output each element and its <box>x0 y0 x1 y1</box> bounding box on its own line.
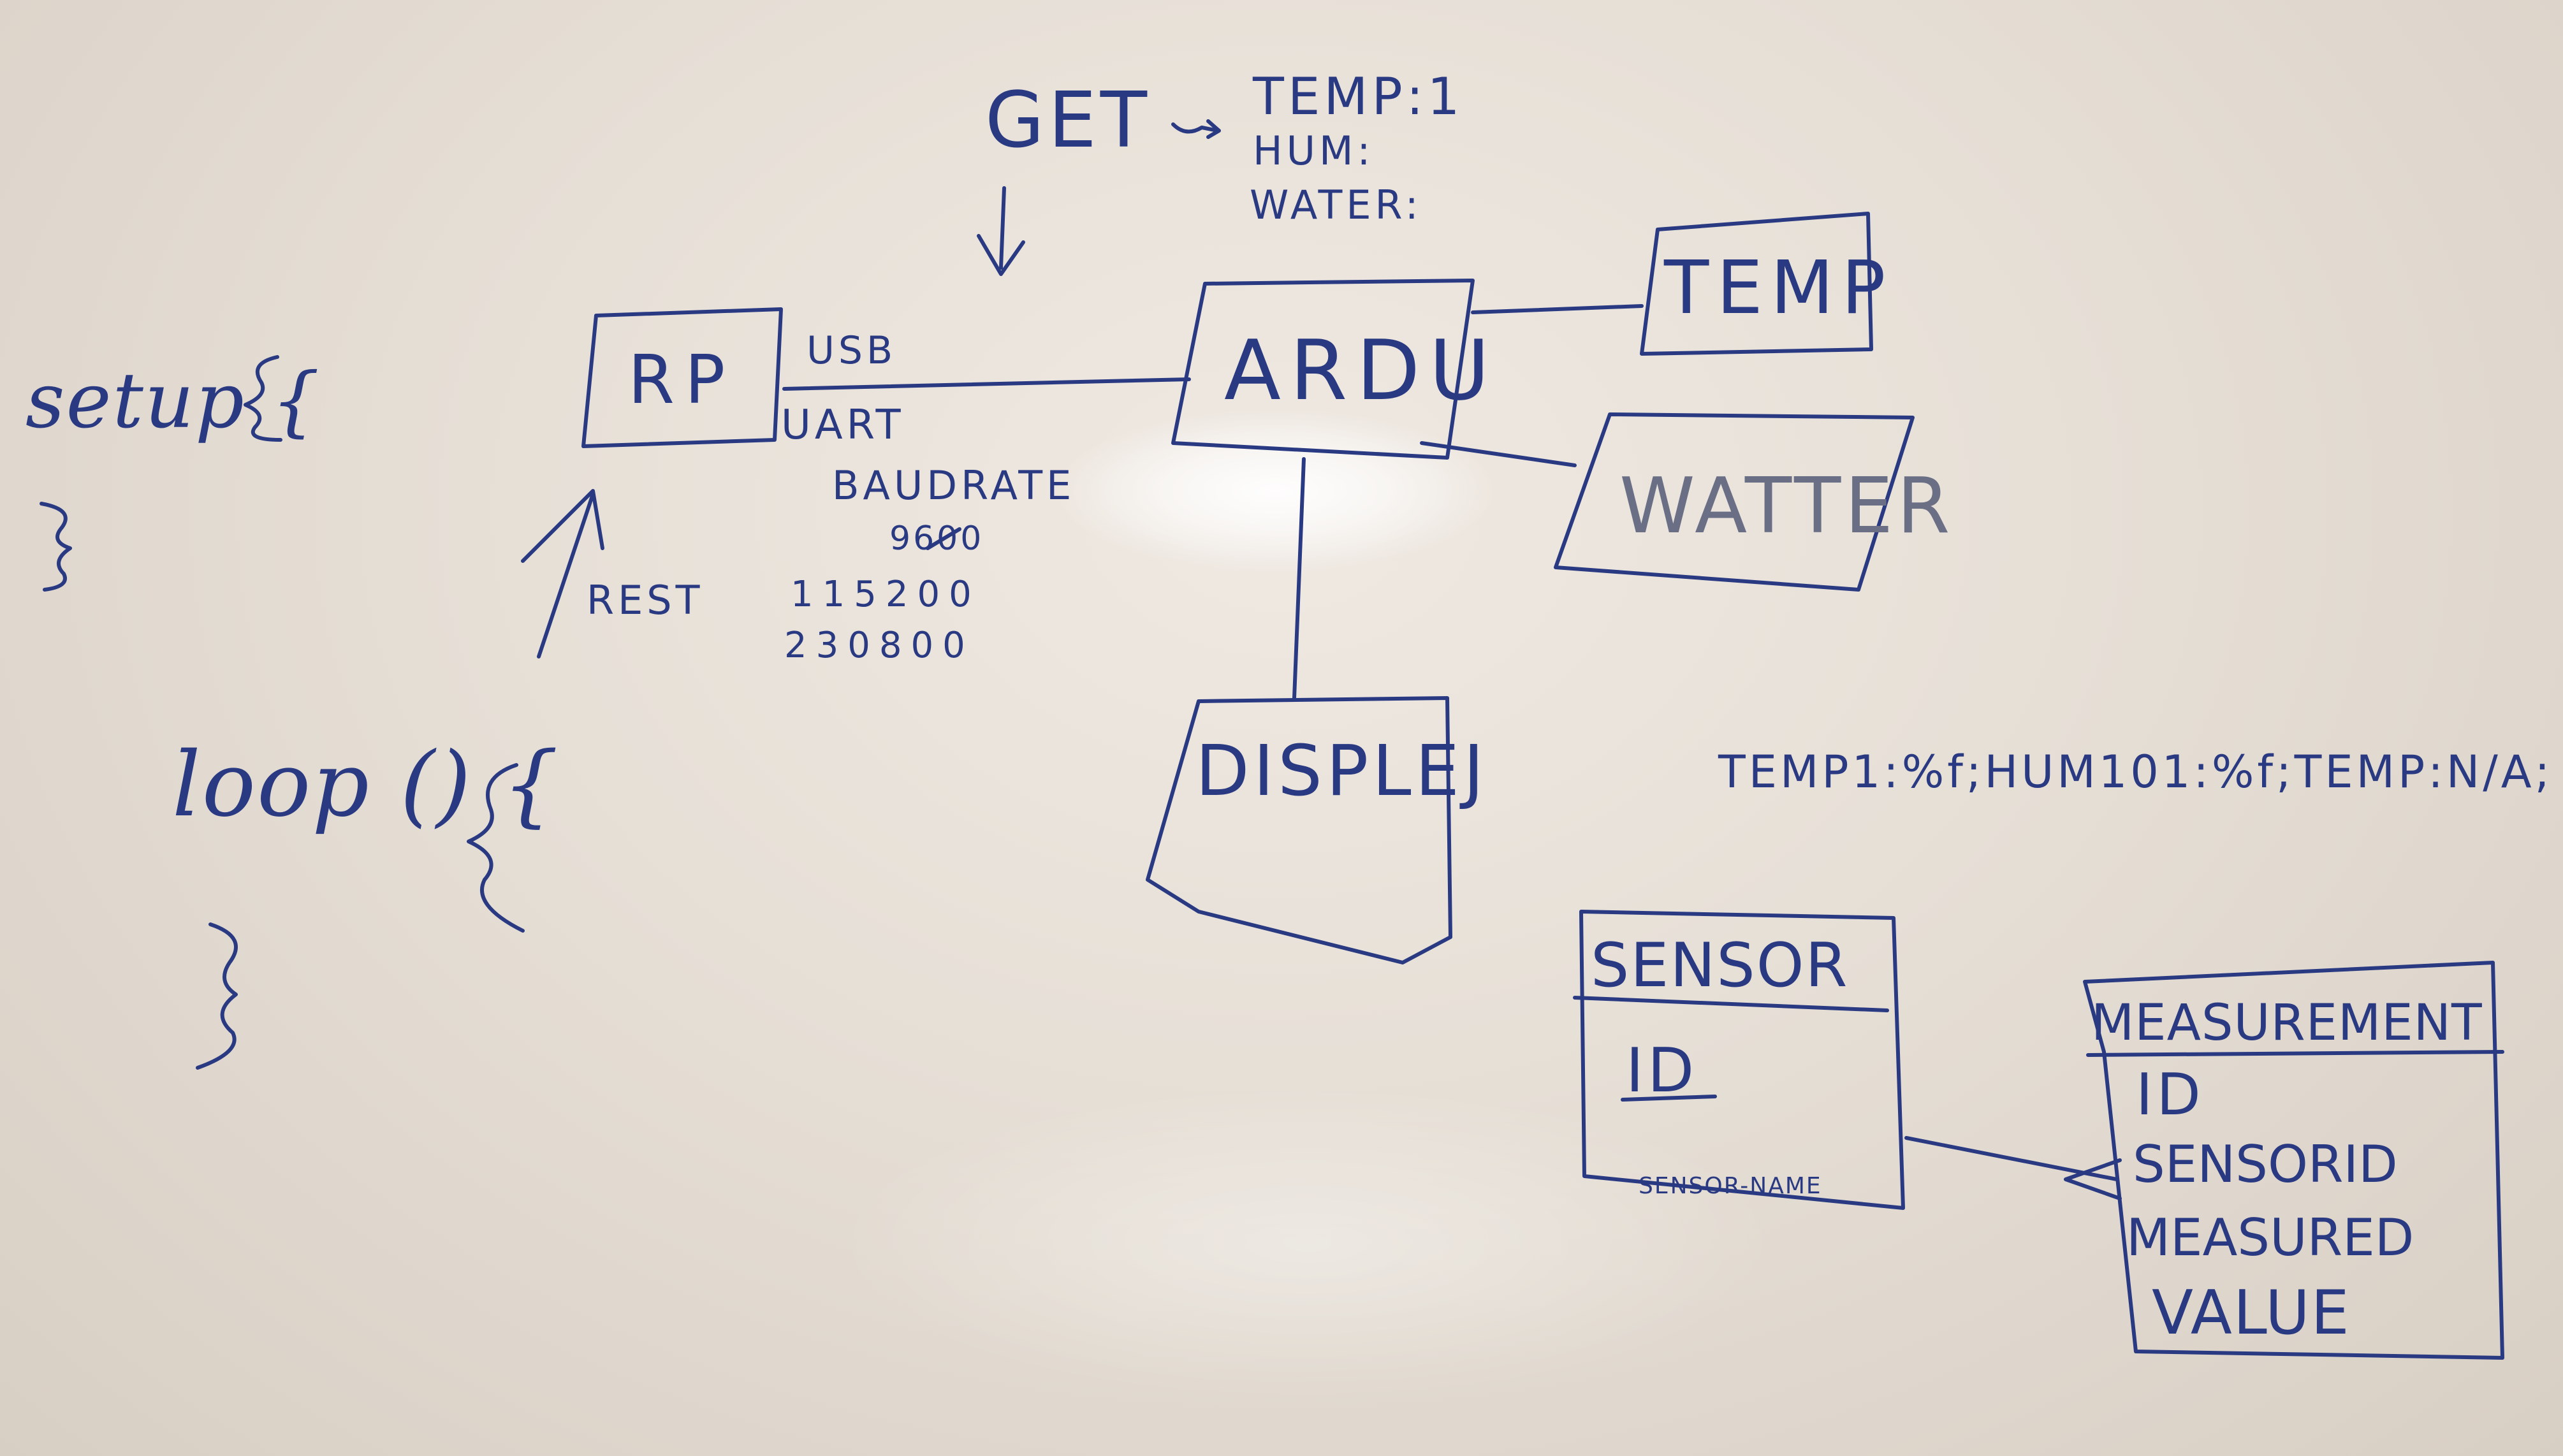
serial-format-text: TEMP1:%f;HUM101:%f;TEMP:N/A; <box>1718 746 2553 798</box>
setup-label: setup { <box>26 357 321 446</box>
baudrate-115200: 115200 <box>791 574 981 615</box>
measurement-field-sensorid: SENSORID <box>2133 1135 2398 1194</box>
rest-label: REST <box>587 577 704 623</box>
sensor-field-id: ID <box>1626 1036 1698 1106</box>
sensor-id-underline <box>1621 1095 1717 1102</box>
setup-brace-open <box>244 355 282 442</box>
ardu-box <box>1171 279 1475 460</box>
measurement-table-outline <box>2083 961 2504 1360</box>
display-label: DISPLEJ <box>1195 730 1488 812</box>
measurement-table-title: MEASUREMENT <box>2091 994 2483 1052</box>
hum-request-label: HUM: <box>1253 127 1375 174</box>
temp-box-label: TEMP <box>1664 245 1894 331</box>
ardu-label: ARDU <box>1224 322 1499 419</box>
display-box <box>1146 696 1452 965</box>
ardu-display-line <box>1292 457 1306 700</box>
setup-brace-close <box>40 502 72 592</box>
sensor-table-header-line <box>1573 996 1889 1012</box>
relation-line <box>1904 1136 2122 1200</box>
rp-label: RP <box>628 341 736 419</box>
loop-brace-open <box>467 763 525 933</box>
uart-label: UART <box>781 402 905 449</box>
rp-box <box>581 307 783 448</box>
water-box <box>1554 412 1915 592</box>
sensor-table-title: SENSOR <box>1591 931 1849 1001</box>
ardu-water-line <box>1420 441 1577 467</box>
temp-box <box>1640 212 1873 356</box>
water-box-label: WATTER <box>1619 462 1954 551</box>
sensor-table-outline <box>1579 910 1905 1210</box>
loop-brace-close <box>196 922 238 1070</box>
baudrate-label: BAUDRATE <box>832 462 1076 509</box>
measurement-field-id: ID <box>2136 1061 2205 1128</box>
water-request-label: WATER: <box>1250 182 1422 228</box>
ardu-temp-line <box>1471 304 1644 314</box>
temp-request-label: TEMP:1 <box>1253 67 1464 126</box>
get-right-arrow <box>1171 119 1221 139</box>
baud-strike <box>926 527 961 550</box>
get-label: GET <box>985 76 1151 165</box>
usb-uart-line <box>782 377 1191 391</box>
measurement-field-value: VALUE <box>2152 1278 2351 1348</box>
baudrate-230800: 230800 <box>784 625 974 666</box>
baudrate-9600: 9600 <box>889 520 984 558</box>
usb-label: USB <box>807 328 897 373</box>
measurement-table-header-line <box>2086 1050 2504 1057</box>
get-arrow <box>977 186 1025 276</box>
rest-arrow <box>521 489 604 659</box>
measurement-field-measured: MEASURED <box>2126 1208 2414 1267</box>
sensor-field-name: SENSOR-NAME <box>1639 1173 1822 1199</box>
loop-label: loop () { <box>172 733 560 837</box>
